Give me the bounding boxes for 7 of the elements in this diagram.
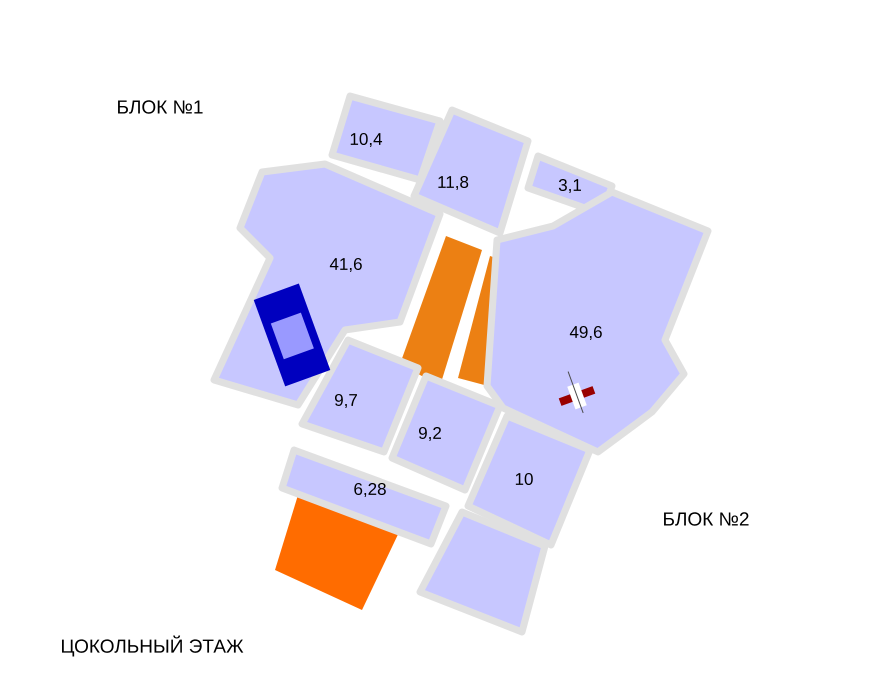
block-label: БЛОК №2: [664, 512, 749, 526]
block-label: БЛОК №1: [118, 100, 203, 114]
room: 10: [464, 412, 594, 548]
room: 6,28: [278, 446, 450, 548]
entrance-room: [416, 508, 548, 636]
room: 9,2: [388, 372, 504, 494]
title: ЦОКОЛЬНЫЙ ЭТАЖ: [62, 636, 244, 656]
